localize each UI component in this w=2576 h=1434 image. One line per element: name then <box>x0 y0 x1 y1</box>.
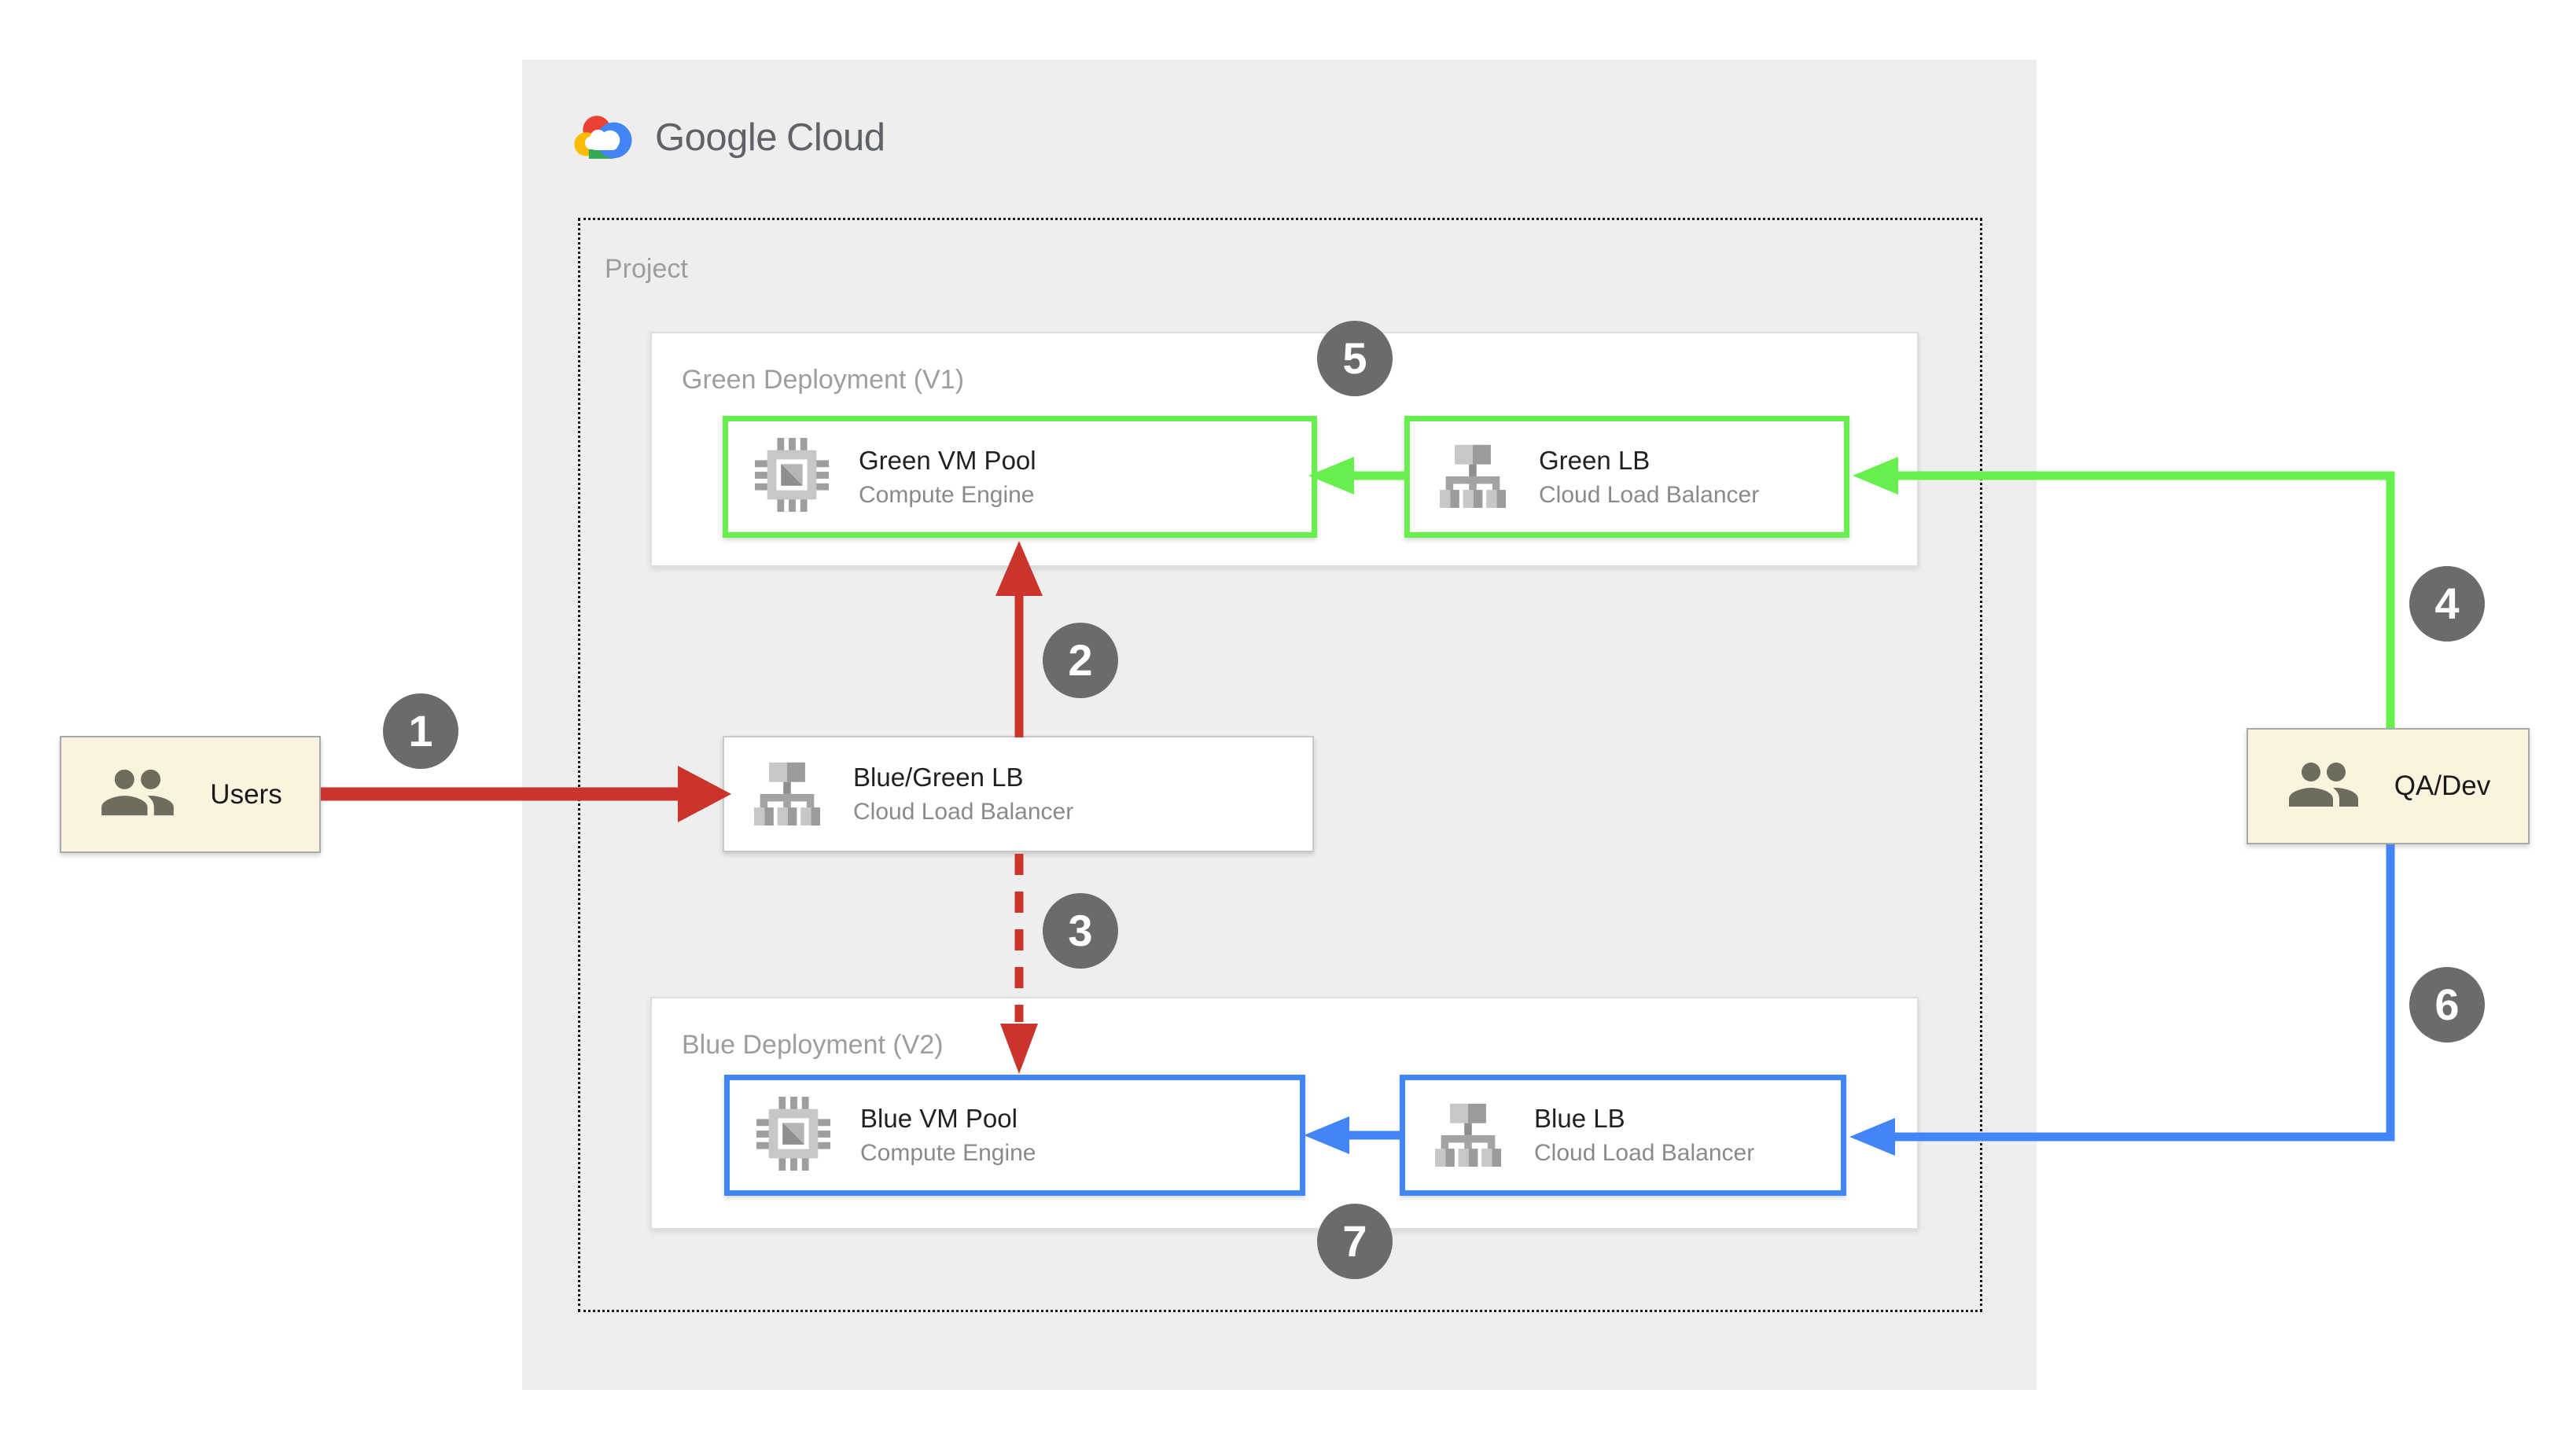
actor-qa-dev: QA/Dev <box>2247 728 2530 844</box>
node-blue-lb: Blue LB Cloud Load Balancer <box>1400 1075 1846 1196</box>
compute-engine-icon <box>756 1096 830 1175</box>
actor-label: Users <box>210 778 282 810</box>
node-title: Blue VM Pool <box>860 1104 1018 1133</box>
step-badge-3: 3 <box>1043 893 1118 969</box>
step-badge-4: 4 <box>2409 566 2485 642</box>
step-badge-5: 5 <box>1317 321 1393 396</box>
node-green-lb: Green LB Cloud Load Balancer <box>1404 416 1849 538</box>
people-icon <box>98 764 177 825</box>
people-icon <box>2286 757 2361 816</box>
node-title: Green LB <box>1539 445 1650 475</box>
step-badge-7: 7 <box>1317 1204 1393 1279</box>
group-green-label: Green Deployment (V1) <box>682 365 965 395</box>
node-subtitle: Cloud Load Balancer <box>1534 1140 1755 1166</box>
node-green-vm-pool: Green VM Pool Compute Engine <box>723 416 1317 538</box>
load-balancer-icon <box>1432 1101 1504 1171</box>
node-subtitle: Compute Engine <box>860 1140 1036 1166</box>
node-blue-green-lb: Blue/Green LB Cloud Load Balancer <box>723 736 1314 852</box>
node-blue-vm-pool: Blue VM Pool Compute Engine <box>724 1075 1305 1196</box>
project-boundary <box>578 218 1982 1312</box>
load-balancer-icon <box>751 759 823 829</box>
node-subtitle: Cloud Load Balancer <box>1539 481 1760 508</box>
compute-engine-icon <box>755 438 829 516</box>
step-badge-2: 2 <box>1043 623 1118 698</box>
node-title: Green VM Pool <box>859 445 1036 475</box>
google-cloud-logo-icon <box>572 110 638 165</box>
actor-users: Users <box>60 736 321 853</box>
actor-label: QA/Dev <box>2394 770 2491 801</box>
step-badge-6: 6 <box>2409 967 2485 1042</box>
google-cloud-wordmark: Google CloudGoogleCloud <box>655 116 885 159</box>
node-title: Blue LB <box>1534 1104 1625 1133</box>
google-cloud-logo: Google CloudGoogleCloud <box>572 108 885 167</box>
group-blue-label: Blue Deployment (V2) <box>682 1030 944 1060</box>
step-badge-1: 1 <box>383 693 458 769</box>
project-label: Project <box>605 254 688 284</box>
node-subtitle: Cloud Load Balancer <box>853 799 1074 825</box>
node-subtitle: Compute Engine <box>859 481 1035 508</box>
node-title: Blue/Green LB <box>853 763 1024 792</box>
load-balancer-icon <box>1437 442 1509 512</box>
